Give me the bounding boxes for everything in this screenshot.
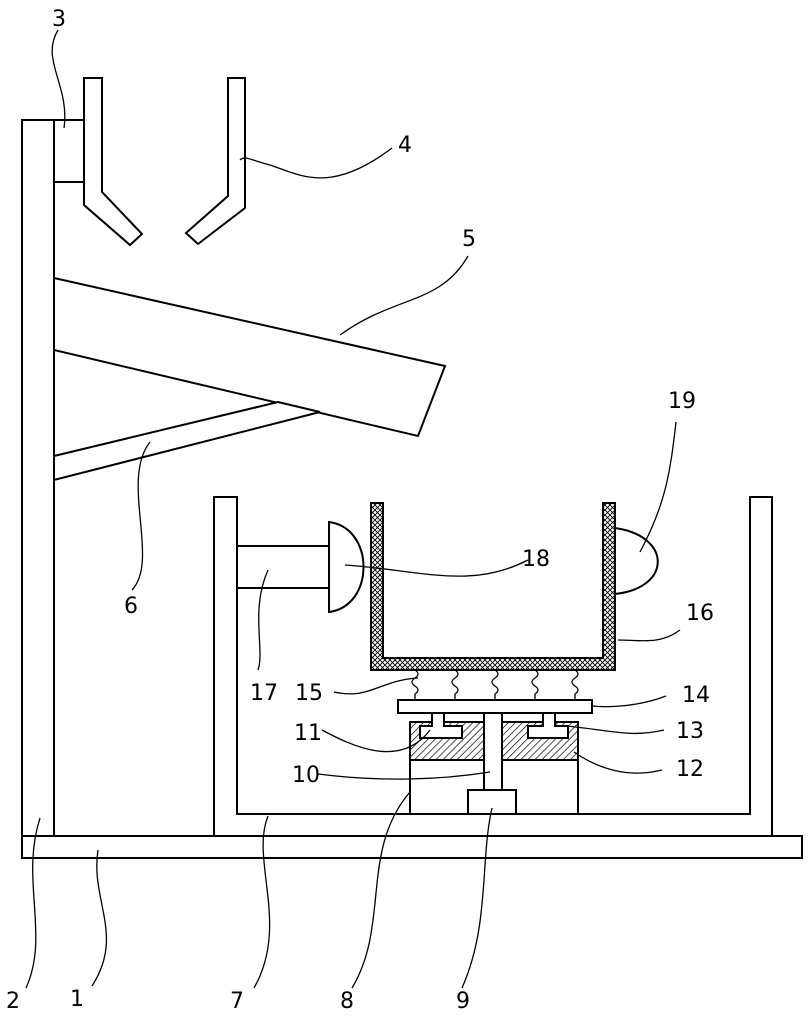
base-plate [22,836,802,858]
label-16: 16 [686,601,714,626]
label-3: 3 [52,7,66,32]
label-14: 14 [682,683,710,708]
striker-head-right [615,528,658,594]
label-11: 11 [294,721,322,746]
sieve-basket [371,503,615,670]
striker-head-left [329,522,364,612]
push-rod [237,546,329,588]
label-15: 15 [295,681,323,706]
label-7: 7 [230,989,244,1014]
label-2: 2 [6,989,20,1014]
label-8: 8 [340,989,354,1014]
label-1: 1 [70,987,84,1012]
drive-shaft [484,712,502,790]
label-12: 12 [676,757,704,782]
label-5: 5 [462,227,476,252]
support-plate [398,700,592,713]
label-13: 13 [676,719,704,744]
label-19: 19 [668,389,696,414]
support-brace [54,402,320,480]
label-17: 17 [250,681,278,706]
frame-post [22,120,54,836]
springs [412,670,578,700]
label-6: 6 [124,594,138,619]
label-18: 18 [522,547,550,572]
feed-hopper [84,78,245,245]
label-9: 9 [456,989,470,1014]
label-4: 4 [398,133,412,158]
slider-right [528,713,568,738]
hopper-bracket [54,120,84,182]
label-10: 10 [292,763,320,788]
